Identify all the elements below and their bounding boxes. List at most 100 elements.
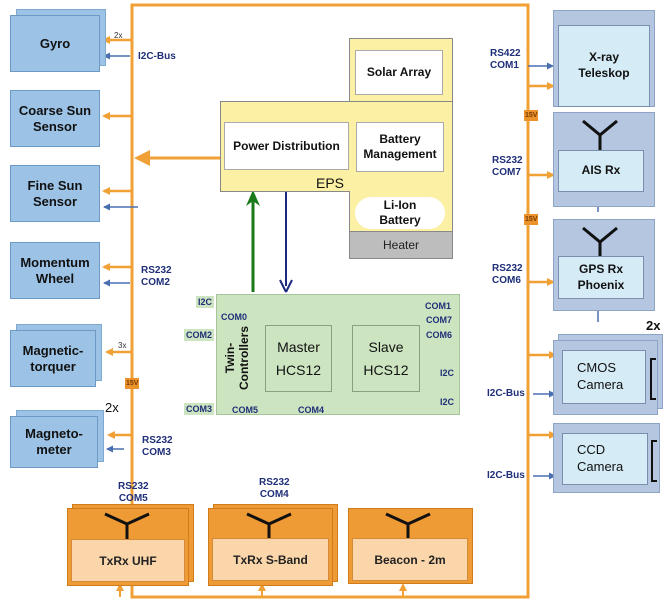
ais-rx-block[interactable]: AIS Rx xyxy=(558,150,644,192)
xray-telescope-block[interactable]: X-ray Teleskop xyxy=(558,25,650,107)
port-com1: COM1 xyxy=(425,301,452,311)
coarse-sun-sensor-block[interactable]: Coarse Sun Sensor xyxy=(10,90,100,147)
mw-label-2: Wheel xyxy=(35,270,75,286)
cmos-label-1: CMOS xyxy=(577,360,616,376)
gyro-label: Gyro xyxy=(39,35,71,51)
sband-if-1: RS232 xyxy=(259,477,290,488)
uhf-if-1: RS232 xyxy=(118,481,149,492)
gps-interface-label: RS232 COM6 xyxy=(492,263,523,286)
power-distribution-label: Power Distribution xyxy=(233,138,340,153)
beacon-label: Beacon - 2m xyxy=(374,552,446,567)
mag-if-2: COM3 xyxy=(142,446,171,458)
ccd-label-1: CCD xyxy=(577,442,606,458)
mag-if-1: RS232 xyxy=(142,435,173,446)
fss-label-1: Fine Sun xyxy=(27,177,83,193)
ctl-title-1: Twin- xyxy=(223,342,237,374)
momentum-wheel-block[interactable]: Momentum Wheel xyxy=(10,242,100,299)
gps-antenna-icon xyxy=(582,226,618,258)
ais-label: AIS Rx xyxy=(581,163,621,178)
ctl-title-2: Controllers xyxy=(236,326,251,391)
eps-label: EPS xyxy=(316,175,345,191)
uhf-interface-label: RS232 COM5 xyxy=(118,481,149,504)
sband-label: TxRx S-Band xyxy=(233,552,308,567)
heater-block[interactable]: Heater xyxy=(349,231,453,259)
xray-label-2: Teleskop xyxy=(578,66,630,80)
mw-if-1: RS232 xyxy=(141,265,172,276)
power-arrow-mag xyxy=(107,410,134,439)
fine-sun-sensor-block[interactable]: Fine Sun Sensor xyxy=(10,165,100,222)
css-label-2: Sensor xyxy=(32,118,78,134)
ccd-camera-block[interactable]: CCD Camera xyxy=(562,433,648,485)
sband-feed-arrow xyxy=(258,583,266,591)
port-i2c-right-2: I2C xyxy=(440,397,455,407)
mag-multiplicity: 2x xyxy=(105,400,119,415)
twin-controllers-title: Twin- Controllers xyxy=(223,318,252,398)
xray-interface-label: RS422 COM1 xyxy=(490,48,521,71)
slave-label: Slave xyxy=(368,339,404,356)
ccd-label-2: Camera xyxy=(577,459,624,474)
port-com2: COM2 xyxy=(184,329,215,341)
ais-interface-label: RS232 COM7 xyxy=(492,155,523,178)
slave-hcs12-block[interactable]: Slave HCS12 xyxy=(352,325,420,392)
mw-if-2: COM2 xyxy=(141,276,170,288)
uhf-label: TxRx UHF xyxy=(99,553,157,568)
port-com6: COM6 xyxy=(426,330,453,340)
gyro-i2c-label: I2C-Bus xyxy=(138,51,176,62)
ccd-lens-icon xyxy=(651,440,657,482)
mt-label-1: Magnetic- xyxy=(22,342,84,358)
gps-label-2: Phoenix xyxy=(577,277,625,292)
beacon-feed-arrow xyxy=(399,583,407,591)
bms-label-2: Management xyxy=(363,147,437,161)
uhf-if-2: COM5 xyxy=(118,492,148,504)
battery-label-1: Li-Ion xyxy=(383,198,417,212)
magnetorquer-block[interactable]: Magnetic- torquer xyxy=(10,330,96,387)
beacon-block[interactable]: Beacon - 2m xyxy=(352,538,468,581)
gps-label-1: GPS Rx xyxy=(578,261,623,276)
twin-controller-block[interactable] xyxy=(216,294,460,415)
sband-interface-label: RS232 COM4 xyxy=(259,477,290,500)
master-hcs12-block[interactable]: Master HCS12 xyxy=(265,325,332,392)
cmos-lens-icon xyxy=(650,358,656,400)
mag-label-1: Magneto- xyxy=(25,426,83,442)
ais-if-2: COM7 xyxy=(492,166,521,178)
mt-multiplicity: 3x xyxy=(118,341,127,350)
uhf-feed-arrow xyxy=(116,583,124,591)
ais-if-1: RS232 xyxy=(492,155,523,166)
bus-voltage-left: 15V xyxy=(125,378,140,389)
port-com7: COM7 xyxy=(426,315,453,325)
txrx-uhf-block[interactable]: TxRx UHF xyxy=(71,539,185,582)
gyro-multiplicity: 2x xyxy=(114,31,123,40)
port-i2c-left: I2C xyxy=(196,296,215,308)
gyro-block[interactable]: Gyro xyxy=(10,15,100,72)
ais-antenna-icon xyxy=(582,119,618,151)
li-ion-battery-block[interactable]: Li-Ion Battery xyxy=(355,197,445,229)
gps-rx-block[interactable]: GPS Rx Phoenix xyxy=(558,256,644,299)
mag-label-2: meter xyxy=(36,442,72,457)
bus-voltage-right-1: 15V xyxy=(524,110,539,121)
mw-label-1: Momentum xyxy=(20,254,90,270)
solar-array-label: Solar Array xyxy=(366,65,432,79)
green-arrow-head xyxy=(246,190,260,206)
gps-if-2: COM6 xyxy=(492,274,521,286)
mt-label-2: torquer xyxy=(30,358,76,374)
slave-chip-label: HCS12 xyxy=(363,361,409,378)
magnetometer-block[interactable]: Magneto- meter xyxy=(10,416,98,468)
solar-array-block[interactable]: Solar Array xyxy=(355,50,443,95)
mw-interface-label: RS232 COM2 xyxy=(141,265,172,288)
port-com3: COM3 xyxy=(184,403,215,415)
cmos-camera-block[interactable]: CMOS Camera xyxy=(562,350,646,404)
txrx-sband-block[interactable]: TxRx S-Band xyxy=(212,538,329,581)
cmos-i2c-label: I2C-Bus xyxy=(487,388,525,399)
mag-interface-label: RS232 COM3 xyxy=(142,435,173,458)
battery-management-block[interactable]: Battery Management xyxy=(356,122,444,172)
sband-antenna-icon xyxy=(246,512,292,540)
bus-voltage-right-2: 15V xyxy=(524,214,539,225)
bms-label-1: Battery xyxy=(379,132,421,146)
power-distribution-block[interactable]: Power Distribution xyxy=(224,122,349,170)
ccd-i2c-label: I2C-Bus xyxy=(487,470,525,481)
master-label: Master xyxy=(277,339,320,356)
sband-if-2: COM4 xyxy=(259,488,289,500)
master-chip-label: HCS12 xyxy=(275,361,322,378)
eps-power-arrowhead xyxy=(134,150,150,166)
